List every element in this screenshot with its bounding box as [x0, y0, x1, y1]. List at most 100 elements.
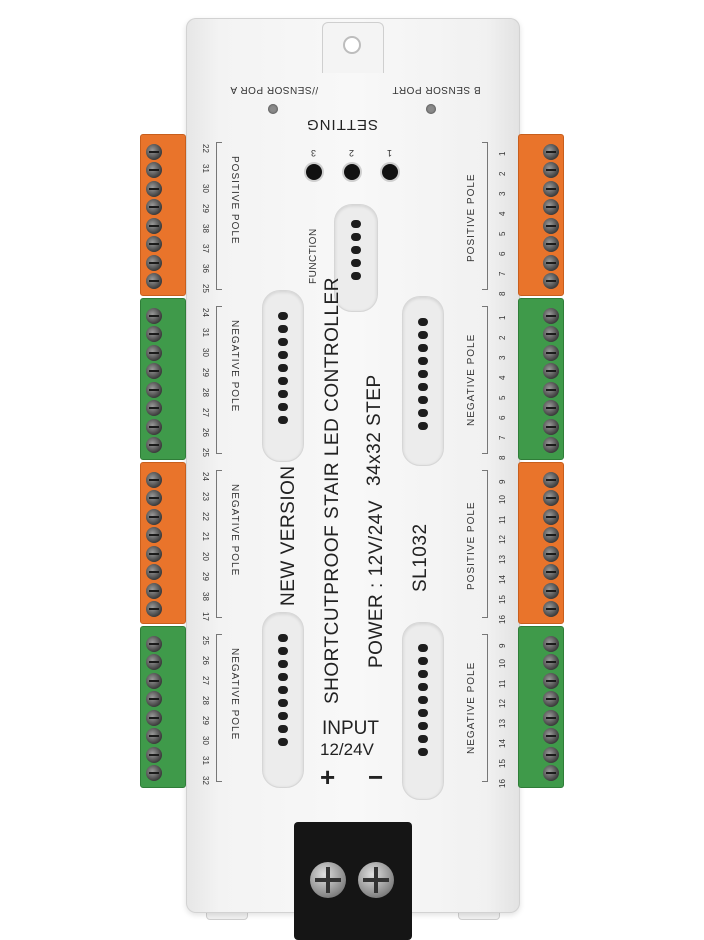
pole-bracket: [482, 470, 488, 618]
terminal-screw-icon[interactable]: [543, 691, 559, 707]
terminal-screw-icon[interactable]: [543, 180, 559, 197]
terminal-screw-icon[interactable]: [146, 728, 162, 744]
terminal-screw-icon[interactable]: [543, 344, 559, 361]
pin-number: 20: [201, 552, 210, 561]
right-terminal-block-4[interactable]: [518, 626, 564, 788]
setting-button-3[interactable]: [306, 164, 322, 180]
terminal-screw-icon[interactable]: [146, 582, 162, 599]
status-led: [278, 312, 288, 320]
pole-bracket: [482, 142, 488, 290]
left-terminal-block-3[interactable]: [140, 462, 186, 624]
terminal-screw-icon[interactable]: [146, 527, 162, 543]
pole-label: NEGATIVE POLE: [466, 661, 477, 754]
sensor-port-b-led[interactable]: [426, 104, 436, 114]
terminal-screw-icon[interactable]: [146, 381, 162, 398]
right-terminal-block-2[interactable]: [518, 298, 564, 460]
terminal-screw-icon[interactable]: [146, 601, 162, 617]
terminal-screw-icon[interactable]: [543, 672, 559, 689]
terminal-screw-icon[interactable]: [146, 564, 162, 580]
terminal-screw-icon[interactable]: [543, 143, 559, 160]
terminal-screw-icon[interactable]: [146, 217, 162, 234]
status-led: [278, 325, 288, 333]
terminal-screw-icon[interactable]: [146, 180, 162, 197]
pole-bracket: [216, 142, 222, 290]
terminal-screw-icon[interactable]: [146, 418, 162, 435]
terminal-screw-icon[interactable]: [146, 490, 162, 506]
pin-number: 2: [498, 171, 507, 176]
sensor-port-a-led[interactable]: [268, 104, 278, 114]
pole-label: NEGATIVE POLE: [229, 484, 240, 577]
pin-number: 25: [201, 636, 210, 645]
function-led: [351, 272, 361, 280]
terminal-screw-icon[interactable]: [146, 400, 162, 416]
terminal-screw-icon[interactable]: [543, 490, 559, 506]
terminal-screw-icon[interactable]: [543, 728, 559, 744]
status-led: [418, 422, 428, 430]
right-terminal-block-1[interactable]: [518, 134, 564, 296]
terminal-screw-icon[interactable]: [543, 418, 559, 435]
terminal-screw-icon[interactable]: [146, 635, 162, 652]
terminal-screw-icon[interactable]: [543, 273, 559, 289]
terminal-screw-icon[interactable]: [146, 143, 162, 160]
terminal-screw-icon[interactable]: [146, 326, 162, 342]
terminal-screw-icon[interactable]: [543, 363, 559, 379]
terminal-screw-icon[interactable]: [543, 162, 559, 178]
pin-number: 10: [498, 659, 507, 668]
terminal-screw-icon[interactable]: [543, 217, 559, 234]
status-led: [278, 738, 288, 746]
terminal-screw-icon[interactable]: [543, 654, 559, 670]
terminal-screw-icon[interactable]: [543, 582, 559, 599]
terminal-screw-icon[interactable]: [146, 709, 162, 726]
terminal-screw-icon[interactable]: [146, 508, 162, 525]
terminal-screw-icon[interactable]: [543, 508, 559, 525]
terminal-screw-icon[interactable]: [543, 381, 559, 398]
terminal-screw-icon[interactable]: [146, 307, 162, 324]
terminal-screw-icon[interactable]: [543, 437, 559, 453]
terminal-screw-icon[interactable]: [146, 746, 162, 763]
terminal-screw-icon[interactable]: [543, 527, 559, 543]
terminal-screw-icon[interactable]: [146, 654, 162, 670]
terminal-screw-icon[interactable]: [146, 254, 162, 271]
setting-button-2[interactable]: [344, 164, 360, 180]
function-led: [351, 259, 361, 267]
terminal-screw-icon[interactable]: [543, 635, 559, 652]
terminal-screw-icon[interactable]: [146, 437, 162, 453]
terminal-screw-icon[interactable]: [543, 709, 559, 726]
terminal-screw-icon[interactable]: [543, 545, 559, 562]
right-terminal-block-3[interactable]: [518, 462, 564, 624]
left-terminal-block-1[interactable]: [140, 134, 186, 296]
pin-number: 4: [498, 375, 507, 380]
terminal-screw-icon[interactable]: [543, 746, 559, 763]
terminal-screw-icon[interactable]: [543, 765, 559, 781]
terminal-screw-icon[interactable]: [543, 326, 559, 342]
left-terminal-block-4[interactable]: [140, 626, 186, 788]
terminal-screw-icon[interactable]: [146, 545, 162, 562]
terminal-screw-icon[interactable]: [543, 601, 559, 617]
terminal-screw-icon[interactable]: [146, 765, 162, 781]
terminal-screw-icon[interactable]: [543, 307, 559, 324]
terminal-screw-icon[interactable]: [543, 236, 559, 252]
terminal-screw-icon[interactable]: [146, 691, 162, 707]
left-terminal-block-2[interactable]: [140, 298, 186, 460]
terminal-screw-minus-icon[interactable]: [358, 862, 394, 898]
terminal-screw-icon[interactable]: [543, 400, 559, 416]
terminal-screw-plus-icon[interactable]: [310, 862, 346, 898]
terminal-screw-icon[interactable]: [146, 162, 162, 178]
terminal-screw-icon[interactable]: [146, 471, 162, 488]
terminal-screw-icon[interactable]: [146, 344, 162, 361]
pole-bracket: [482, 306, 488, 454]
terminal-screw-icon[interactable]: [543, 564, 559, 580]
power-text: POWER : 12V/24V: [366, 499, 387, 668]
terminal-screw-icon[interactable]: [146, 199, 162, 215]
setting-button-1[interactable]: [382, 164, 398, 180]
terminal-screw-icon[interactable]: [543, 254, 559, 271]
terminal-screw-icon[interactable]: [543, 471, 559, 488]
power-input-terminal[interactable]: [294, 822, 412, 940]
terminal-screw-icon[interactable]: [146, 236, 162, 252]
terminal-screw-icon[interactable]: [146, 363, 162, 379]
terminal-screw-icon[interactable]: [146, 273, 162, 289]
pole-label: NEGATIVE POLE: [466, 333, 477, 426]
plus-label: +: [320, 762, 336, 792]
terminal-screw-icon[interactable]: [543, 199, 559, 215]
terminal-screw-icon[interactable]: [146, 672, 162, 689]
